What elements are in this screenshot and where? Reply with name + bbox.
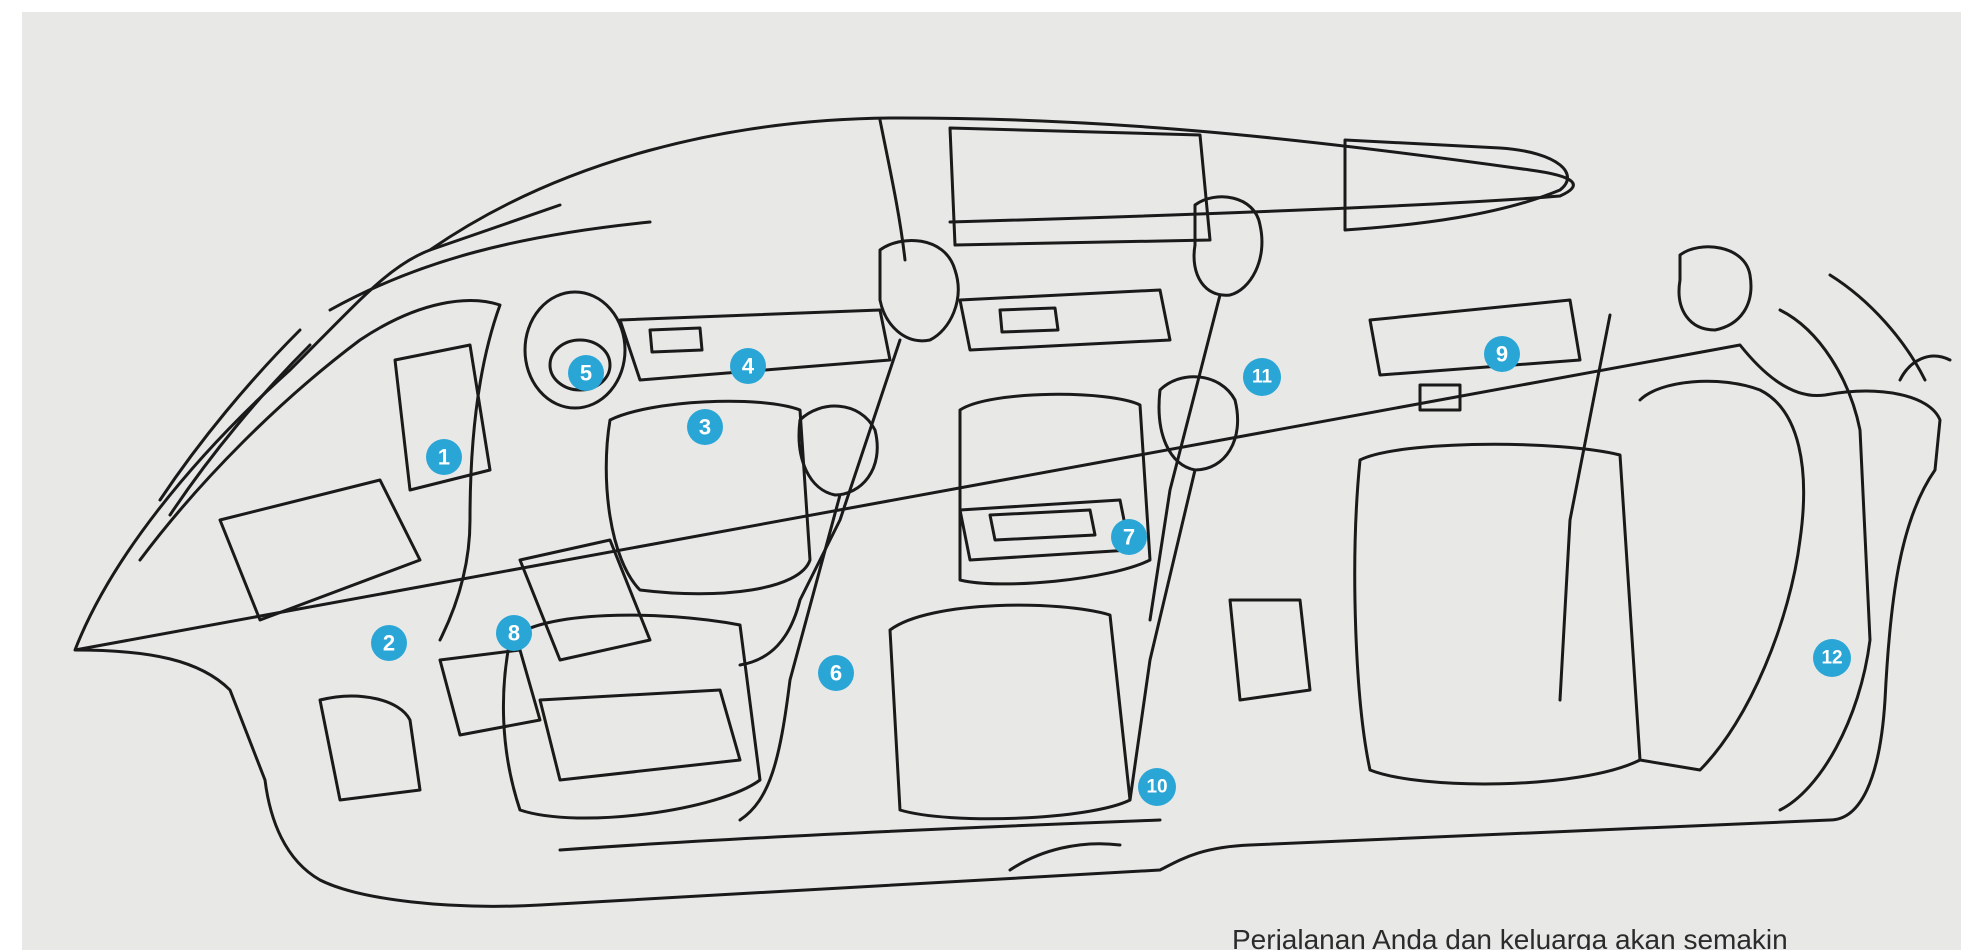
marker-2[interactable]: 2 [371,625,407,661]
marker-label: 5 [580,361,592,386]
rear-quarter [1780,310,1870,810]
bottom-sill [560,820,1160,870]
marker-8[interactable]: 8 [496,615,532,651]
middle-seat-right [890,377,1238,819]
driver-seat [606,240,958,665]
footwell [320,650,540,800]
marker-label: 2 [383,631,395,656]
marker-10[interactable]: 10 [1138,768,1176,806]
marker-label: 4 [742,354,755,379]
car-body-outline [75,118,1940,906]
marker-label: 12 [1821,648,1842,669]
marker-label: 6 [830,661,842,686]
marker-label: 8 [508,621,520,646]
marker-label: 9 [1496,342,1508,367]
marker-4[interactable]: 4 [730,348,766,384]
middle-door-panel [960,290,1170,350]
middle-window [950,128,1210,245]
middle-tray [960,500,1130,560]
marker-3[interactable]: 3 [687,409,723,445]
windshield-line [330,205,650,310]
car-outline [75,118,1950,906]
passenger-seat [503,406,877,820]
marker-label: 7 [1123,525,1135,550]
marker-11[interactable]: 11 [1243,358,1281,396]
rear-bench [1355,247,1804,784]
marker-7[interactable]: 7 [1111,519,1147,555]
a-pillar [880,120,905,260]
tailgate-line [1830,275,1950,380]
marker-5[interactable]: 5 [568,355,604,391]
marker-9[interactable]: 9 [1484,336,1520,372]
marker-label: 10 [1146,777,1167,798]
marker-label: 3 [699,415,711,440]
marker-6[interactable]: 6 [818,655,854,691]
marker-12[interactable]: 12 [1813,639,1851,677]
marker-label: 11 [1252,367,1273,388]
marker-1[interactable]: 1 [426,439,462,475]
marker-label: 1 [438,445,450,470]
middle-floor [1230,600,1310,700]
rear-window [1345,140,1568,230]
caption-text: Perjalanan Anda dan keluarga akan semaki… [1232,924,1961,950]
